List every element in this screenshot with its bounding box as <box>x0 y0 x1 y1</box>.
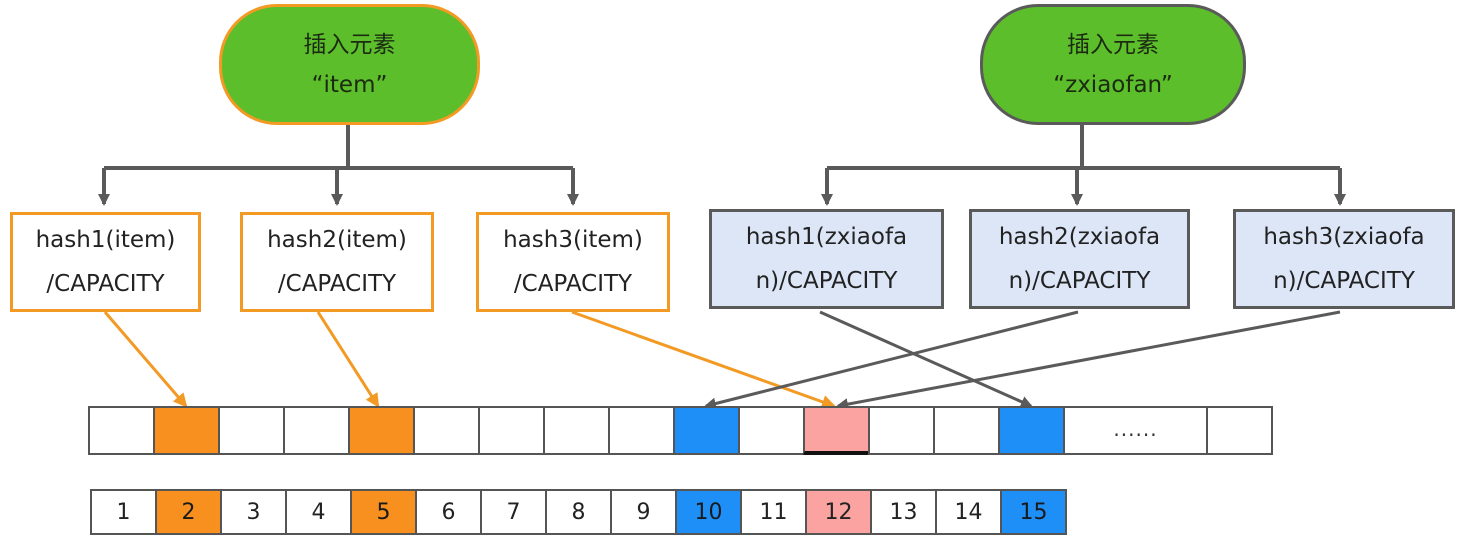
map-arrow-item-5 <box>316 311 380 408</box>
bit-array-cell <box>803 406 870 455</box>
map-arrow-item-12 <box>571 310 836 409</box>
hash-box-item-1: hash1(item) /CAPACITY <box>10 212 201 312</box>
index-cell: 2 <box>155 489 222 535</box>
index-cell: 3 <box>220 489 287 535</box>
bit-array-cell <box>1206 406 1273 455</box>
hash-box-line2: n)/CAPACITY <box>1273 268 1415 294</box>
index-cell: 10 <box>675 489 742 535</box>
hash-box-line2: n)/CAPACITY <box>755 268 898 294</box>
map-arrow-item-2 <box>103 311 188 408</box>
bit-array: ...... <box>88 406 1273 455</box>
hash-box-line2: n)/CAPACITY <box>1008 268 1151 294</box>
hash-box-line1: hash1(zxiaofa <box>745 224 908 250</box>
insert-node-title: 插入元素 <box>303 31 396 58</box>
insert-node-item: 插入元素 “item” <box>219 4 480 125</box>
hash-box-line2: /CAPACITY <box>513 271 633 297</box>
hash-box-line2: /CAPACITY <box>46 271 165 297</box>
bit-array-cell <box>998 406 1065 455</box>
map-arrow-zxiaofan-15 <box>819 310 1033 408</box>
insert-node-value: “zxiaofan” <box>1053 71 1173 98</box>
index-cell: 13 <box>870 489 937 535</box>
bit-array-cell <box>738 406 805 455</box>
index-cell: 11 <box>740 489 807 535</box>
bit-array-cell <box>413 406 480 455</box>
hash-box-item-3: hash3(item) /CAPACITY <box>476 212 670 312</box>
bit-array-cell <box>348 406 415 455</box>
bit-array-cell <box>283 406 350 455</box>
hash-box-zxiaofan-2: hash2(zxiaofa n)/CAPACITY <box>969 209 1190 309</box>
index-cell: 9 <box>610 489 677 535</box>
index-cell: 6 <box>415 489 482 535</box>
hash-box-line1: hash3(item) <box>503 227 643 253</box>
index-cell: 1 <box>90 489 157 535</box>
index-cell: 12 <box>805 489 872 535</box>
hash-box-line1: hash3(zxiaofa <box>1263 224 1425 250</box>
hash-box-line1: hash2(zxiaofa <box>998 224 1161 250</box>
ellipsis-text: ...... <box>1113 416 1158 441</box>
hash-box-line1: hash1(item) <box>35 227 176 253</box>
bit-array-ellipsis-cell: ...... <box>1063 406 1208 455</box>
bit-array-cell <box>218 406 285 455</box>
hash-box-line2: /CAPACITY <box>277 271 397 297</box>
hash-box-item-2: hash2(item) /CAPACITY <box>240 212 434 312</box>
insert-node-zxiaofan: 插入元素 “zxiaofan” <box>980 4 1246 125</box>
bit-array-cell <box>88 406 155 455</box>
tree-connector-left <box>104 125 573 170</box>
index-cell: 7 <box>480 489 547 535</box>
map-arrow-zxiaofan-12 <box>836 310 1341 411</box>
bit-array-cell <box>543 406 610 455</box>
index-cell: 14 <box>935 489 1002 535</box>
map-arrow-zxiaofan-10 <box>704 310 1079 410</box>
bit-array-cell <box>478 406 545 455</box>
bit-array-cell <box>153 406 220 455</box>
bit-array-cell <box>673 406 740 455</box>
insert-node-title: 插入元素 <box>1067 31 1159 58</box>
index-cell: 5 <box>350 489 417 535</box>
index-cell: 4 <box>285 489 352 535</box>
bit-array-cell <box>868 406 935 455</box>
index-cell: 8 <box>545 489 612 535</box>
hash-box-zxiaofan-1: hash1(zxiaofa n)/CAPACITY <box>709 209 944 309</box>
hash-box-zxiaofan-3: hash3(zxiaofa n)/CAPACITY <box>1233 209 1455 309</box>
index-cell: 15 <box>1000 489 1067 535</box>
bit-array-cell <box>933 406 1000 455</box>
hash-box-line1: hash2(item) <box>267 227 407 253</box>
bit-array-cell <box>608 406 675 455</box>
insert-node-value: “item” <box>311 71 388 98</box>
tree-connector-right <box>827 125 1340 170</box>
